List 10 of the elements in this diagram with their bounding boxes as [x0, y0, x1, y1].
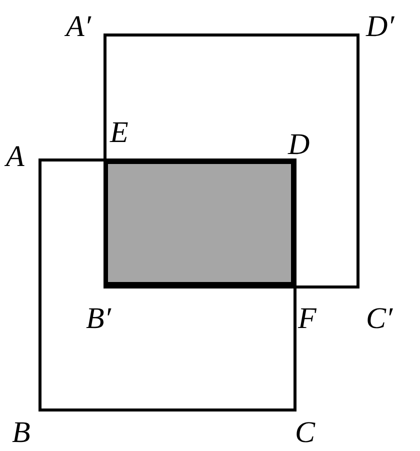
point-label: E: [110, 118, 128, 148]
point-label: A: [6, 142, 24, 172]
point-label: C′: [366, 304, 393, 334]
point-label: A′: [66, 12, 91, 42]
point-label: B′: [86, 304, 111, 334]
point-label: C: [295, 418, 316, 448]
point-label: B: [12, 418, 30, 448]
point-label: D′: [366, 12, 394, 42]
point-label: F: [298, 304, 316, 334]
point-label: D: [288, 130, 310, 160]
